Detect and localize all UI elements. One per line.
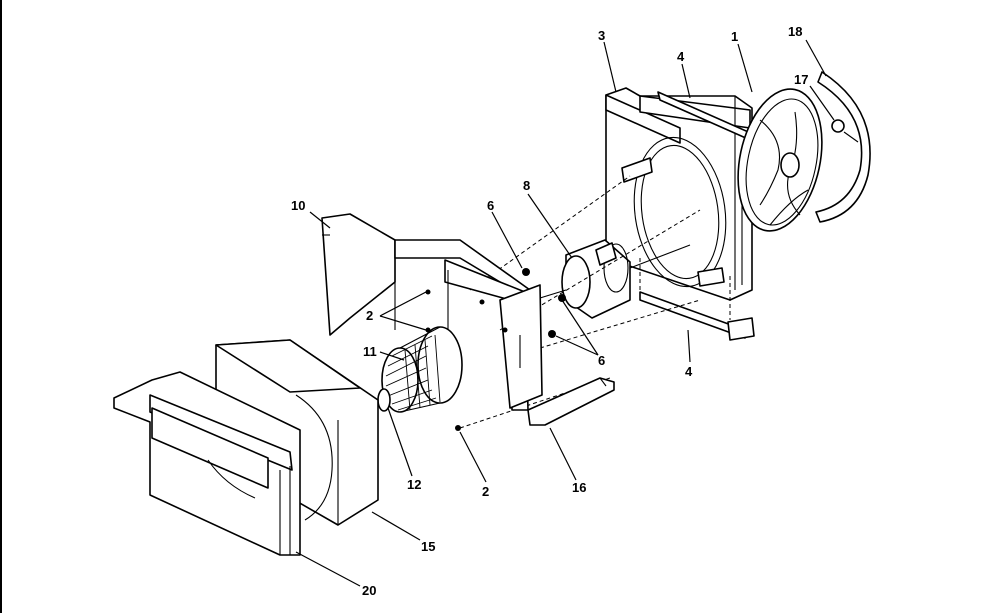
callout-10: 10 (291, 198, 305, 213)
screw-dot-7 (479, 299, 485, 305)
callout-4-top: 4 (677, 49, 685, 64)
leader-10 (309, 211, 331, 229)
alignment-line-lower (539, 299, 701, 349)
callout-20: 20 (362, 583, 376, 598)
screw-dot-8 (502, 327, 508, 333)
leader-18 (805, 39, 827, 77)
callout-16: 16 (572, 480, 586, 495)
mounting-rail-bottom (639, 258, 755, 341)
screw-dot-9 (455, 425, 461, 431)
callout-15: 15 (421, 539, 435, 554)
leader-8 (527, 193, 573, 259)
leader-1 (737, 43, 753, 93)
leader-20 (295, 551, 361, 587)
screw-dot-3 (548, 330, 556, 338)
callout-2-bottom: 2 (482, 484, 489, 499)
leader-11 (379, 351, 405, 361)
screw-dot-2 (558, 294, 566, 302)
leader-12 (387, 407, 413, 477)
leader-2a-2 (379, 315, 427, 331)
leader-17 (809, 85, 835, 121)
screw-dot-4 (425, 289, 431, 295)
drain-tray (527, 377, 615, 426)
callout-8: 8 (523, 178, 530, 193)
callout-2-top: 2 (366, 308, 373, 323)
blower-wheel (381, 326, 463, 413)
housing-panel (605, 87, 753, 301)
leader-2a-1 (379, 291, 427, 317)
leader-4a (681, 63, 691, 99)
leader-2b (459, 431, 487, 483)
callout-6-top: 6 (487, 198, 494, 213)
leader-16 (549, 427, 577, 481)
callout-11: 11 (363, 344, 377, 359)
leader-6b-1 (561, 299, 599, 356)
callout-12: 12 (407, 477, 421, 492)
leader-15 (371, 511, 421, 541)
alignment-line-screw (459, 377, 611, 429)
callout-6-bottom: 6 (598, 353, 605, 368)
fan-motor (539, 239, 691, 319)
callout-17: 17 (794, 72, 808, 87)
fan-nut (831, 119, 859, 143)
leader-3 (603, 41, 617, 93)
alignment-line-upper (469, 175, 631, 291)
callout-4-bottom: 4 (685, 364, 693, 379)
blower-clip (377, 388, 391, 412)
front-chassis (113, 371, 301, 556)
screw-dot-1 (522, 268, 530, 276)
leader-6a (491, 211, 523, 269)
shroud-ring (815, 71, 871, 223)
callout-18: 18 (788, 24, 802, 39)
callout-3: 3 (598, 28, 605, 43)
leader-6b-2 (555, 335, 599, 356)
leader-4b (687, 329, 691, 363)
callout-1: 1 (731, 29, 738, 44)
condenser-fan (737, 88, 823, 232)
